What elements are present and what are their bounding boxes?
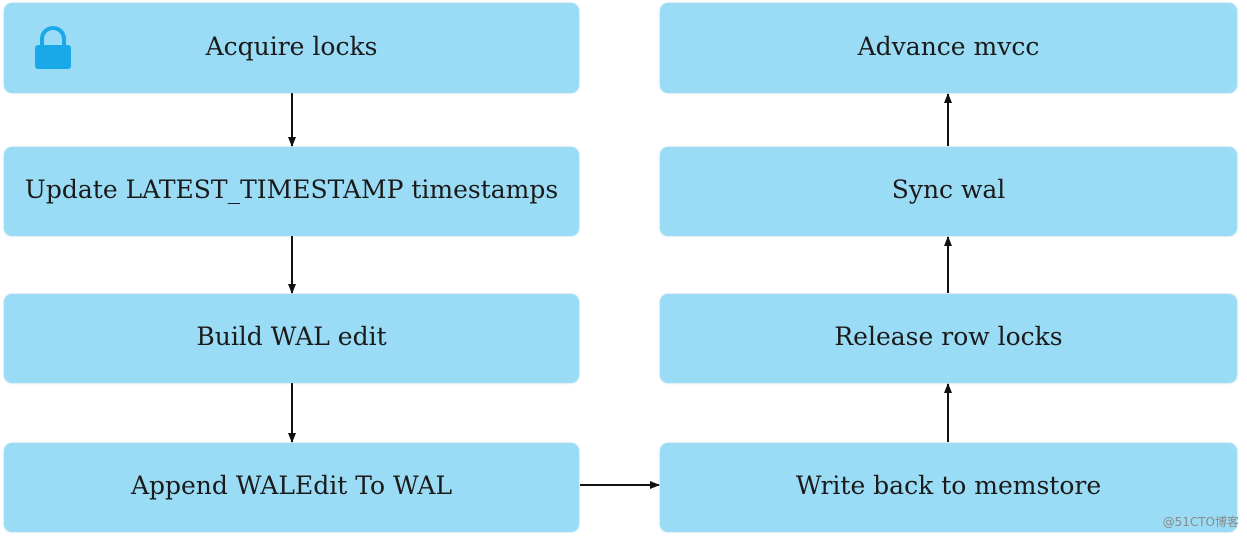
acquire-locks-label: Acquire locks bbox=[205, 31, 378, 61]
release-row-locks-box: Release row locks bbox=[660, 294, 1237, 383]
write-back-memstore-label: Write back to memstore bbox=[795, 471, 1102, 500]
release-row-locks-label: Release row locks bbox=[834, 322, 1063, 351]
write-back-memstore-box: Write back to memstore bbox=[660, 443, 1237, 532]
append-waledit-label: Append WALEdit To WAL bbox=[130, 471, 453, 500]
advance-mvcc-box: Advance mvcc bbox=[660, 3, 1237, 93]
sync-wal-box: Sync wal bbox=[660, 147, 1237, 236]
update-timestamps-label: Update LATEST_TIMESTAMP timestamps bbox=[24, 175, 559, 204]
lock-icon bbox=[35, 26, 71, 69]
sync-wal-label: Sync wal bbox=[891, 175, 1006, 204]
update-timestamps-box: Update LATEST_TIMESTAMP timestamps bbox=[4, 147, 579, 236]
watermark: @51CTO博客 bbox=[1162, 515, 1239, 529]
build-wal-edit-label: Build WAL edit bbox=[196, 322, 387, 351]
append-waledit-box: Append WALEdit To WAL bbox=[4, 443, 579, 532]
build-wal-edit-box: Build WAL edit bbox=[4, 294, 579, 383]
advance-mvcc-label: Advance mvcc bbox=[857, 31, 1040, 61]
acquire-locks-box: Acquire locks bbox=[4, 3, 579, 93]
